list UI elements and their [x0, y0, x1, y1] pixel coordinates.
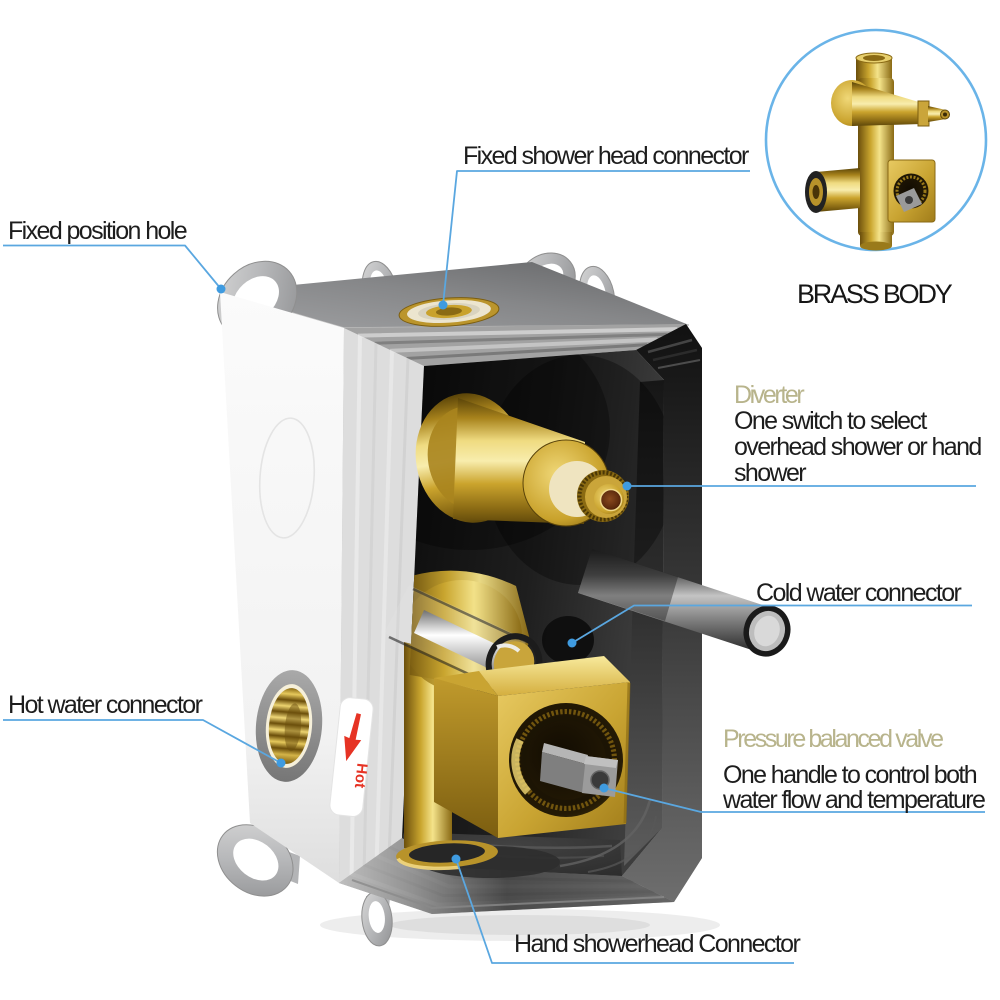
leader-line [603, 787, 985, 813]
brass-body-inset: BRASS BODY [764, 28, 988, 309]
leader-dot [438, 300, 448, 310]
label-pressure-valve-line2: water flow and temperature [722, 786, 985, 814]
callout-pressure-valve: Pressure balanced valve One handle to co… [599, 725, 987, 814]
hot-sticker: Hot [329, 697, 374, 817]
leader-line [571, 604, 972, 644]
leader-dot [451, 854, 461, 864]
box-top-face [220, 262, 689, 328]
label-pressure-valve-title: Pressure balanced valve [723, 725, 943, 753]
label-diverter-line1: One switch to select [734, 407, 927, 435]
hot-water-pipe [384, 585, 543, 693]
label-fixed-shower-head: Fixed shower head connector [463, 142, 749, 170]
interior-right-wall [624, 380, 664, 866]
callout-fixed-shower-head: Fixed shower head connector [438, 142, 751, 310]
callout-hot-water: Hot water connector [3, 691, 286, 768]
mounting-lug-bottom-left [216, 824, 294, 897]
hot-arrow-icon [344, 713, 362, 762]
label-hand-showerhead: Hand showerhead Connector [514, 930, 800, 958]
leader-line [455, 858, 794, 964]
leader-dot [622, 481, 632, 491]
leader-dot [216, 284, 226, 294]
label-fixed-position-hole: Fixed position hole [8, 217, 187, 245]
cold-water-pipe [578, 549, 791, 657]
box-left-face [220, 292, 344, 883]
diverter-assembly [415, 393, 629, 527]
pressure-valve-cube [434, 656, 631, 838]
label-hot-water: Hot water connector [8, 691, 203, 719]
leader-line [3, 244, 222, 290]
brass-body-graphic [805, 52, 950, 251]
callout-fixed-position-hole: Fixed position hole [3, 217, 226, 294]
callouts: Fixed shower head connector Fixed positi… [3, 142, 987, 964]
leader-dot [567, 638, 577, 648]
hand-shower-port [396, 840, 498, 871]
inset-caption: BRASS BODY [797, 279, 953, 309]
label-diverter-title: Diverter [734, 381, 804, 409]
callout-hand-showerhead: Hand showerhead Connector [451, 854, 802, 964]
callout-diverter: Diverter One switch to select overhead s… [622, 381, 983, 491]
leader-dot [276, 758, 286, 768]
mounting-lug-bottom-middle [361, 891, 393, 947]
leader-dot [599, 783, 609, 793]
box-ground-shadow2 [390, 915, 650, 935]
valve-box-render: Hot [216, 252, 791, 947]
leader-line [3, 719, 282, 764]
shower-head-port [398, 297, 500, 327]
hot-sticker-label: Hot [351, 762, 371, 789]
label-diverter-line2: overhead shower or hand [734, 433, 981, 461]
label-cold-water: Cold water connector [756, 579, 962, 607]
callout-cold-water: Cold water connector [567, 579, 972, 648]
label-pressure-valve-line1: One handle to control both [723, 761, 977, 789]
label-diverter-line3: shower [734, 459, 806, 487]
hot-water-port [255, 670, 323, 782]
right-band-ribs [647, 338, 701, 369]
box-ground-shadow [320, 909, 720, 941]
frame-right-band [622, 324, 702, 902]
left-face-emboss-circle [258, 417, 316, 539]
leader-line [442, 170, 750, 306]
